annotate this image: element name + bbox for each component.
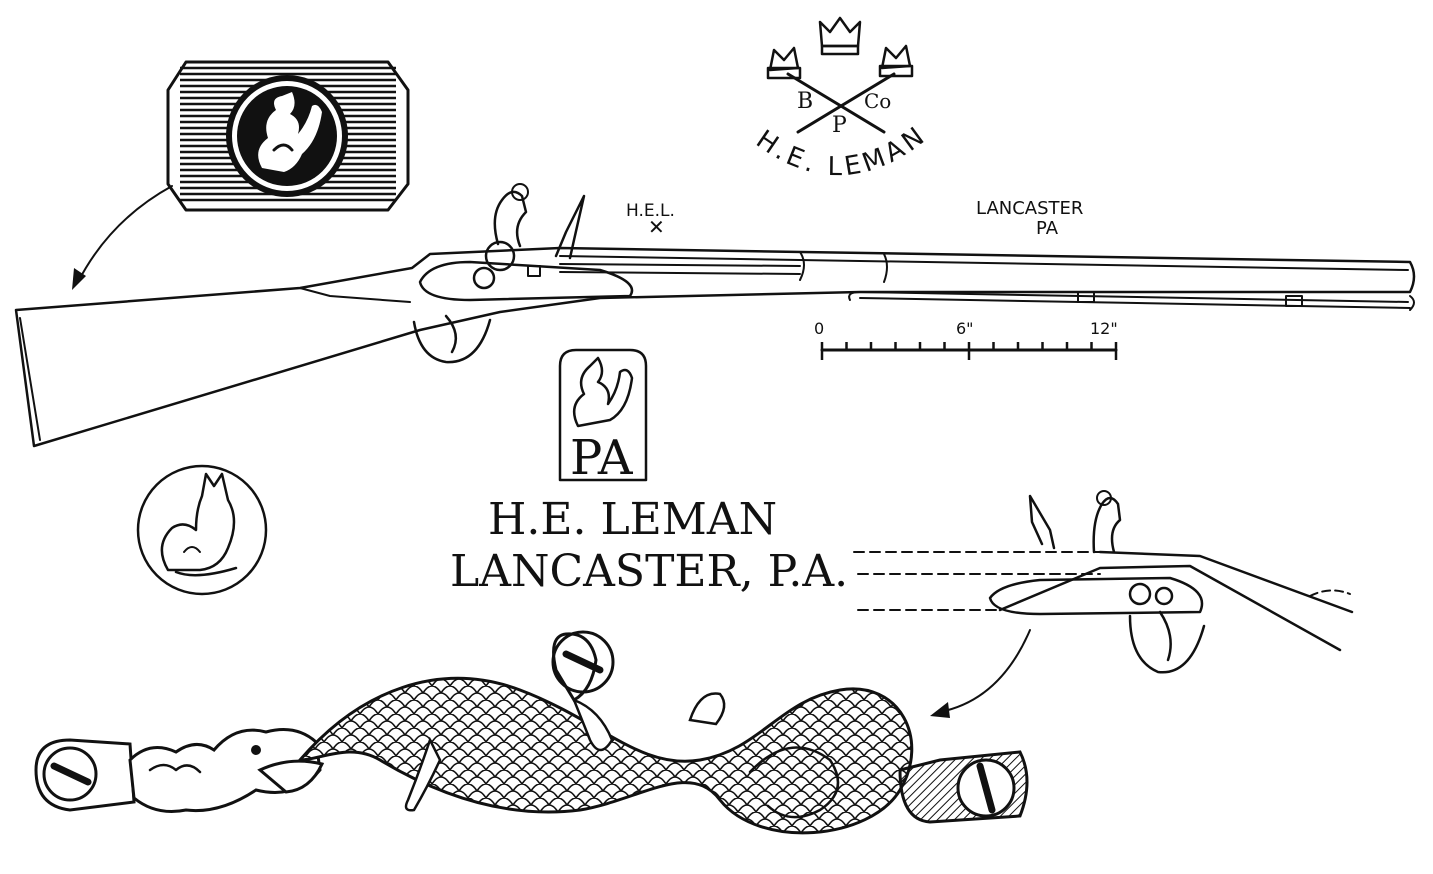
inch-scale-bar: 0 6" 12": [814, 319, 1118, 360]
barrel-star-mark: ✕: [648, 215, 665, 239]
pointer-arrowhead-left: [72, 268, 86, 290]
barrel-place-line1: LANCASTER: [976, 198, 1083, 219]
scale-label-12: 12": [1090, 319, 1118, 338]
barrel-maker-initials: H.E.L.: [626, 201, 675, 221]
scale-label-6: 6": [956, 319, 974, 338]
striped-squirrel-medallion: [166, 60, 410, 212]
crest-letter-b: B: [797, 89, 813, 114]
crown-sceptres-crest: B Co P H.E. LEMAN: [751, 16, 929, 182]
scale-label-0: 0: [814, 319, 824, 338]
flintlock-detail: [853, 490, 1354, 718]
crest-letter-p: P: [832, 113, 847, 138]
maker-stamp-line2: LANCASTER, P.A.: [450, 546, 848, 597]
sea-serpent-guard: [34, 630, 1029, 835]
pointer-arrow-left: [77, 185, 173, 283]
maker-stamp-line1: H.E. LEMAN: [488, 494, 777, 545]
pa-cartouche: PA: [558, 348, 648, 486]
barrel-place-line2: PA: [1036, 218, 1059, 239]
crest-letter-co: Co: [864, 89, 891, 113]
seated-fox-medallion: [136, 464, 268, 596]
cartouche-letters: PA: [570, 430, 634, 486]
flintlock-musket: [14, 183, 1416, 448]
